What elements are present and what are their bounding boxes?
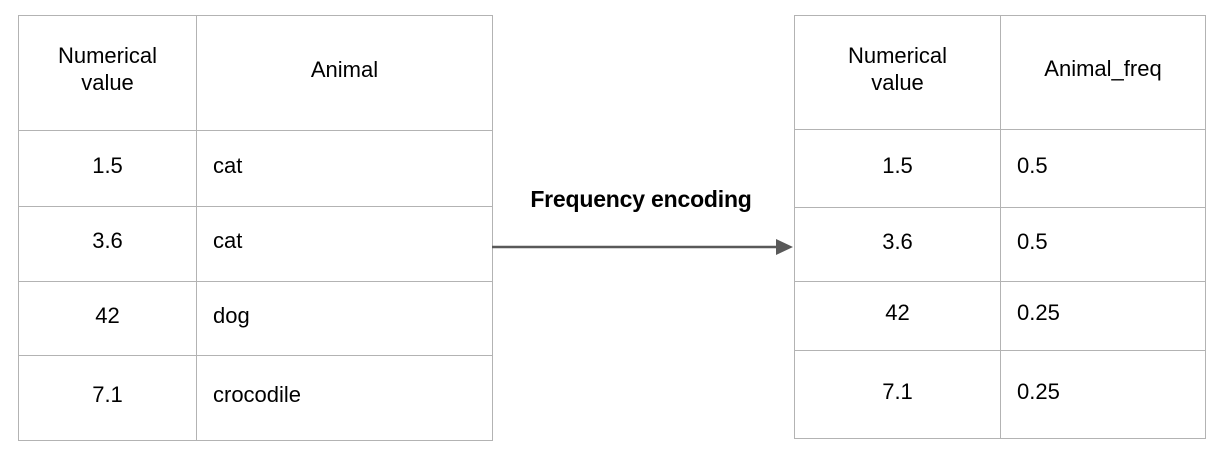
source-cell-animal: dog xyxy=(196,281,493,356)
source-header-animal: Animal xyxy=(196,15,493,131)
table-row: 3.6 cat xyxy=(18,206,493,282)
table-header-row: Numerical value Animal_freq xyxy=(794,15,1206,130)
header-line-2: value xyxy=(81,70,134,95)
header-line-2: value xyxy=(871,69,924,95)
table-row: 42 dog xyxy=(18,281,493,356)
result-cell-animal-freq: 0.25 xyxy=(1000,350,1206,439)
source-cell-numerical-value: 3.6 xyxy=(18,206,197,282)
transform-arrow-group: Frequency encoding xyxy=(490,186,796,264)
result-table: Numerical value Animal_freq 1.5 0.5 3 xyxy=(794,15,1206,439)
result-cell-animal-freq: 0.5 xyxy=(1000,129,1206,208)
source-table: Numerical value Animal 1.5 cat 3.6 xyxy=(18,15,493,441)
table-row: 1.5 cat xyxy=(18,130,493,207)
table-row: 7.1 0.25 xyxy=(794,350,1206,439)
source-cell-animal: cat xyxy=(196,130,493,207)
result-cell-animal-freq: 0.5 xyxy=(1000,207,1206,282)
table-row: 7.1 crocodile xyxy=(18,355,493,441)
source-cell-animal: cat xyxy=(196,206,493,282)
result-cell-numerical-value: 1.5 xyxy=(794,129,1001,208)
source-header-numerical-value: Numerical value xyxy=(18,15,197,131)
source-cell-numerical-value: 42 xyxy=(18,281,197,356)
header-line-1: Numerical xyxy=(57,43,158,69)
source-cell-numerical-value: 7.1 xyxy=(18,355,197,441)
table-row: 42 0.25 xyxy=(794,281,1206,351)
source-cell-numerical-value: 1.5 xyxy=(18,130,197,207)
header-line-1: Numerical xyxy=(847,42,948,68)
result-cell-numerical-value: 42 xyxy=(794,281,1001,351)
table-row: 1.5 0.5 xyxy=(794,129,1206,208)
source-cell-animal: crocodile xyxy=(196,355,493,441)
right-arrow-icon xyxy=(492,239,793,255)
result-cell-numerical-value: 7.1 xyxy=(794,350,1001,439)
table-header-row: Numerical value Animal xyxy=(18,15,493,131)
table-row: 3.6 0.5 xyxy=(794,207,1206,282)
result-header-numerical-value: Numerical value xyxy=(794,15,1001,130)
result-cell-numerical-value: 3.6 xyxy=(794,207,1001,282)
result-cell-animal-freq: 0.25 xyxy=(1000,281,1206,351)
header-line-1: Animal xyxy=(310,56,379,82)
header-line-1: Animal_freq xyxy=(1044,56,1162,82)
result-header-animal-freq: Animal_freq xyxy=(1000,15,1206,130)
transform-label: Frequency encoding xyxy=(530,186,752,212)
